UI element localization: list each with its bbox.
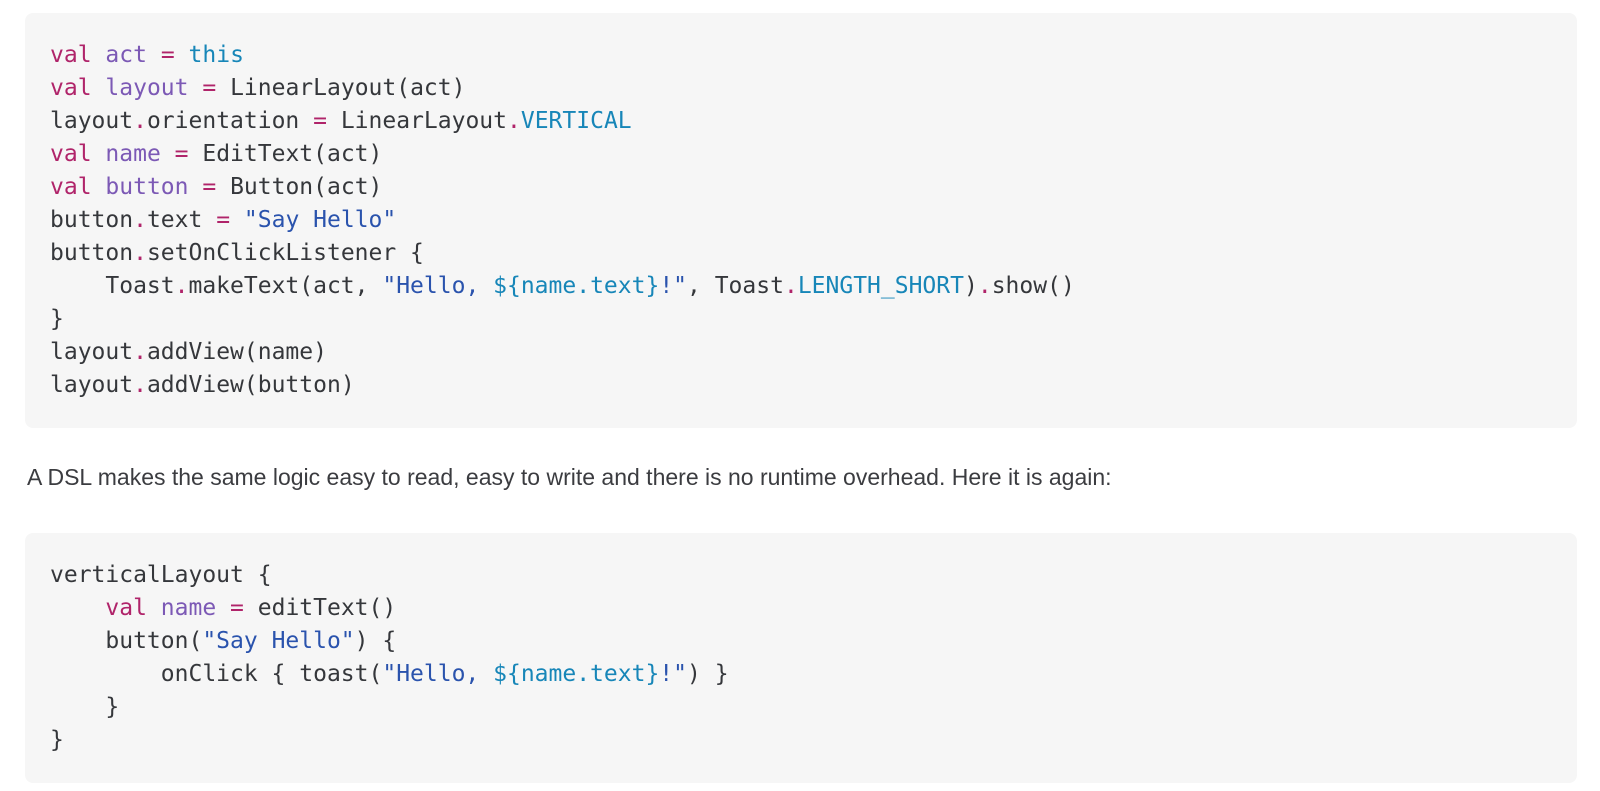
code-token-default-code-text: addView(name) <box>146 339 327 365</box>
code-line: button.text = "Say Hello" <box>50 204 1552 237</box>
code-token-default-code-text <box>216 595 230 621</box>
code-token-operator: = <box>313 108 327 134</box>
code-token-default-code-text: button( <box>50 628 203 654</box>
code-token-default-code-text: setOnClickListener { <box>146 240 424 266</box>
code-token-default-code-text: } <box>50 306 64 332</box>
code-token-operator: = <box>216 207 231 233</box>
code-line: } <box>50 691 1552 724</box>
code-token-default-code-text <box>147 595 161 621</box>
code-token-default-code-text: , Toast <box>687 273 784 299</box>
code-line: } <box>50 303 1552 336</box>
code-block-dsl: verticalLayout { val name = editText() b… <box>25 533 1577 783</box>
code-token-default-code-text: show() <box>991 273 1075 299</box>
code-token-default-code-text: verticalLayout { <box>50 562 272 588</box>
code-token-default-code-text: EditText(act) <box>188 141 383 167</box>
code-token-keyword: val <box>50 42 92 68</box>
code-token-keyword: val <box>50 174 92 200</box>
code-line: val button = Button(act) <box>50 171 1552 204</box>
code-token-operator: . <box>977 273 992 299</box>
code-token-variable-name: button <box>105 174 189 200</box>
code-line: val layout = LinearLayout(act) <box>50 72 1552 105</box>
code-token-default-code-text <box>92 174 106 200</box>
code-token-default-code-text <box>189 75 203 101</box>
code-token-default-code-text: layout <box>50 108 134 134</box>
code-token-operator: . <box>133 240 147 266</box>
code-line: val name = editText() <box>50 592 1552 625</box>
code-line: button("Say Hello") { <box>50 625 1552 658</box>
code-token-operator: = <box>202 75 217 101</box>
code-token-default-code-text: button <box>50 207 134 233</box>
code-token-builtin-constant-or-interpolation: LENGTH_SHORT <box>797 273 964 299</box>
code-token-default-code-text: ) { <box>354 628 397 654</box>
code-line: layout.addView(name) <box>50 336 1552 369</box>
code-token-default-code-text: Button(act) <box>216 174 383 200</box>
code-token-default-code-text <box>92 75 106 101</box>
code-token-default-code-text: layout <box>50 339 134 365</box>
code-line: Toast.makeText(act, "Hello, ${name.text}… <box>50 270 1552 303</box>
code-token-default-code-text <box>50 595 105 621</box>
code-token-keyword: val <box>50 75 92 101</box>
code-token-default-code-text: makeText(act, <box>188 273 383 299</box>
code-token-operator: . <box>783 273 798 299</box>
code-token-keyword: val <box>50 141 92 167</box>
code-line: verticalLayout { <box>50 559 1552 592</box>
code-token-string-literal: !" <box>659 661 687 687</box>
code-line: } <box>50 724 1552 757</box>
code-token-operator: = <box>230 595 244 621</box>
code-token-operator: . <box>133 207 147 233</box>
code-token-default-code-text: addView(button) <box>146 372 355 398</box>
code-token-default-code-text: LinearLayout(act) <box>216 75 466 101</box>
code-token-keyword: val <box>105 595 147 621</box>
code-line: layout.addView(button) <box>50 369 1552 402</box>
code-token-operator: . <box>174 273 189 299</box>
code-token-default-code-text <box>92 141 106 167</box>
code-token-builtin-constant-or-interpolation: ${name.text} <box>493 661 660 687</box>
code-token-operator: = <box>174 141 189 167</box>
code-line: button.setOnClickListener { <box>50 237 1552 270</box>
code-line: layout.orientation = LinearLayout.VERTIC… <box>50 105 1552 138</box>
code-token-default-code-text: } <box>50 727 64 753</box>
code-token-default-code-text <box>92 42 106 68</box>
code-token-default-code-text <box>189 174 203 200</box>
code-token-operator: . <box>133 372 147 398</box>
code-line: onClick { toast("Hello, ${name.text}!") … <box>50 658 1552 691</box>
code-token-builtin-constant-or-interpolation: this <box>188 42 244 68</box>
code-token-variable-name: layout <box>105 75 189 101</box>
code-token-default-code-text <box>161 141 175 167</box>
code-token-default-code-text: ) } <box>687 661 729 687</box>
code-token-operator: . <box>133 339 147 365</box>
code-token-variable-name: name <box>105 141 161 167</box>
code-line: val act = this <box>50 39 1552 72</box>
code-token-default-code-text: } <box>50 694 120 720</box>
code-token-default-code-text: layout <box>50 372 134 398</box>
code-token-string-literal: "Hello, <box>382 273 494 299</box>
code-token-default-code-text: ) <box>963 273 978 299</box>
code-token-string-literal: !" <box>659 273 688 299</box>
code-token-default-code-text <box>147 42 161 68</box>
code-token-default-code-text: editText() <box>243 595 397 621</box>
code-token-default-code-text: text <box>146 207 217 233</box>
code-token-default-code-text: onClick { toast( <box>50 661 383 687</box>
code-token-variable-name: name <box>160 595 217 621</box>
code-token-operator: . <box>133 108 147 134</box>
code-token-operator: = <box>160 42 175 68</box>
code-token-builtin-constant-or-interpolation: ${name.text} <box>493 273 660 299</box>
code-token-default-code-text <box>175 42 189 68</box>
code-token-default-code-text <box>230 207 244 233</box>
code-token-builtin-constant-or-interpolation: VERTICAL <box>520 108 632 134</box>
code-token-default-code-text: Toast <box>50 273 175 299</box>
body-paragraph: A DSL makes the same logic easy to read,… <box>27 464 1112 490</box>
code-token-string-literal: "Say Hello" <box>243 207 397 233</box>
code-token-default-code-text: button <box>50 240 134 266</box>
code-token-default-code-text: orientation <box>146 108 314 134</box>
code-token-operator: = <box>202 174 217 200</box>
code-line: val name = EditText(act) <box>50 138 1552 171</box>
code-token-string-literal: "Say Hello" <box>202 628 355 654</box>
code-token-operator: . <box>507 108 521 134</box>
code-token-default-code-text: LinearLayout <box>326 108 507 134</box>
code-token-variable-name: act <box>105 42 147 68</box>
code-token-string-literal: "Hello, <box>382 661 494 687</box>
